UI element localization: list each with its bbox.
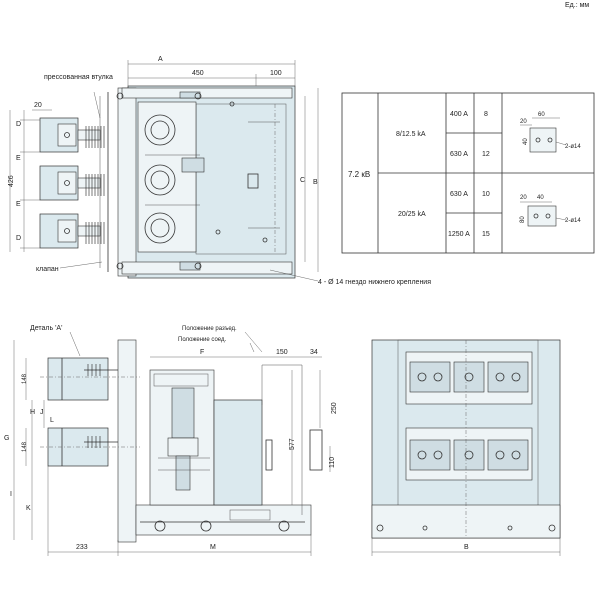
side-dim-233: 233 — [76, 544, 88, 551]
side-dim-148-mid: 148 — [22, 441, 28, 452]
front-view-lower-terminals — [405, 427, 533, 481]
table-current-4: 1250 A — [448, 231, 470, 238]
side-dim-250: 250 — [331, 402, 338, 414]
detail-A-label: Деталь 'A' — [30, 325, 62, 332]
side-dim-110: 110 — [329, 457, 336, 468]
front-view-upper-terminals — [405, 351, 533, 405]
top-view-fins — [85, 126, 105, 244]
front-dim-B: B — [464, 544, 469, 551]
side-dim-34: 34 — [310, 349, 318, 356]
table-value-4: 15 — [482, 231, 490, 238]
top-dim-426: 426 — [8, 175, 15, 187]
table-current-2: 630 A — [450, 151, 468, 158]
table-breaking-20-25: 20/25 kA — [398, 211, 426, 218]
top-view-pole-housing — [137, 101, 197, 253]
table-current-3: 630 A — [450, 191, 468, 198]
table-current-1: 400 A — [450, 111, 468, 118]
label-mounting-holes: 4 - Ø 14 гнездо нижнего крепления — [318, 279, 431, 286]
svg-text:40: 40 — [537, 195, 544, 201]
side-dim-I: I — [10, 491, 12, 498]
side-view-frame — [117, 339, 137, 543]
terminal-detail-2: 20 40 80 2-ø14 — [520, 195, 581, 227]
top-view-upper-rail — [121, 87, 293, 99]
top-dim-A: A — [158, 56, 163, 63]
side-view: Деталь 'A' Положение разъед. Положение с… — [4, 325, 338, 556]
side-dim-G: G — [4, 435, 9, 442]
svg-text:2-ø14: 2-ø14 — [565, 144, 581, 150]
side-dim-F: F — [200, 349, 204, 356]
top-view-pole-1 — [144, 114, 176, 146]
top-view: A 450 100 20 C B D E E D 426 прессованна… — [8, 56, 431, 286]
top-dim-C: C — [300, 177, 305, 184]
table-value-3: 10 — [482, 191, 490, 198]
top-view-left-frame — [117, 87, 137, 277]
top-dim-100: 100 — [270, 70, 282, 77]
top-view-pole-3 — [144, 212, 176, 244]
side-view-interrupter — [171, 387, 195, 439]
top-dim-B: B — [313, 179, 318, 186]
side-dim-H: H — [30, 409, 35, 416]
svg-text:2-ø14: 2-ø14 — [565, 218, 581, 224]
side-dim-J: J — [40, 409, 44, 416]
side-dim-150: 150 — [276, 349, 288, 356]
top-dim-E-2: E — [16, 201, 21, 208]
top-dim-D-bottom: D — [16, 235, 21, 242]
svg-text:60: 60 — [538, 112, 545, 118]
top-dim-D-top: D — [16, 121, 21, 128]
top-dim-20: 20 — [34, 102, 42, 109]
top-view-lower-rail — [121, 261, 293, 275]
table-breaking-8-12: 8/12.5 kA — [396, 131, 426, 138]
svg-text:80: 80 — [520, 216, 526, 223]
side-dim-L: L — [50, 417, 54, 424]
terminal-detail-1: 20 60 40 2-ø14 — [520, 112, 581, 153]
side-dim-577: 577 — [289, 438, 296, 450]
front-view: B — [371, 339, 561, 556]
label-position-connected: Положение соед. — [178, 337, 226, 343]
label-valve: клапан — [36, 266, 59, 273]
top-view-pole-2 — [144, 164, 176, 196]
label-pressed-sleeve: прессованная втулка — [44, 74, 113, 81]
ratings-table: 7.2 кВ 8/12.5 kA 20/25 kA 400 A 630 A 63… — [341, 92, 595, 254]
side-dim-K: K — [26, 505, 31, 512]
top-dim-450: 450 — [192, 70, 204, 77]
svg-text:20: 20 — [520, 119, 527, 125]
side-view-upper-contact — [47, 357, 109, 401]
label-position-disconnected: Положение разъед. — [182, 326, 237, 332]
side-dim-148-top: 148 — [22, 373, 28, 384]
table-voltage: 7.2 кВ — [348, 170, 370, 179]
table-value-2: 12 — [482, 151, 490, 158]
unit-label: Ед.: мм — [565, 2, 589, 9]
top-dim-E-1: E — [16, 155, 21, 162]
table-value-1: 8 — [484, 111, 488, 118]
side-dim-M: M — [210, 544, 216, 551]
svg-text:40: 40 — [523, 138, 529, 145]
svg-text:20: 20 — [520, 195, 527, 201]
side-view-mechanism-box — [213, 399, 263, 506]
